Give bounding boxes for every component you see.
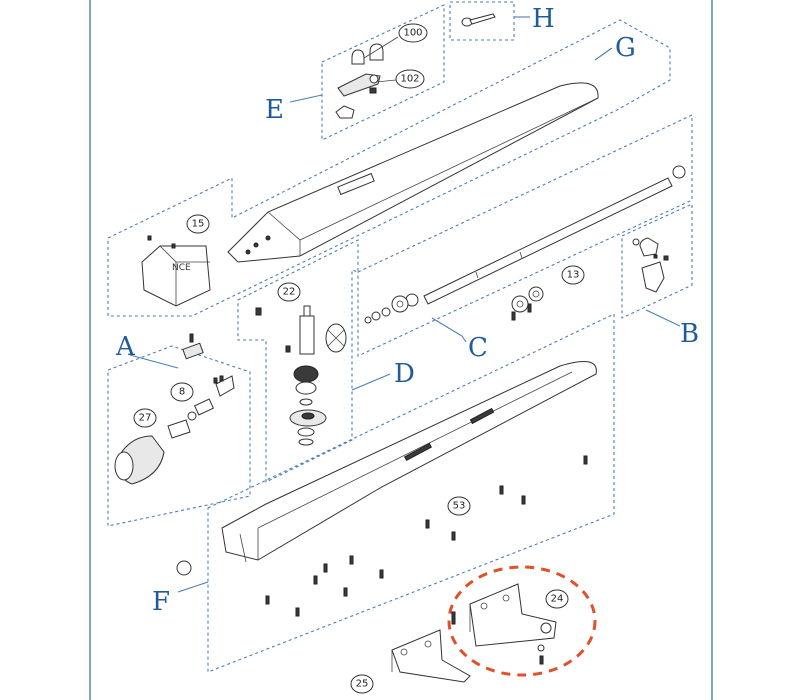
bracket-25: 25: [350, 629, 471, 694]
callout-22: 22: [277, 282, 301, 302]
group-h: H: [449, 1, 555, 41]
svg-text:25: 25: [356, 679, 369, 690]
callout-27: 27: [133, 408, 157, 428]
svg-text:53: 53: [453, 501, 466, 512]
callout-25: 25: [350, 674, 374, 694]
group-label-h: H: [532, 4, 555, 34]
group-d: 22 D: [237, 239, 415, 483]
screw-shaft: [364, 165, 686, 324]
group-label-g: G: [615, 33, 636, 63]
group-label-d: D: [394, 359, 415, 389]
svg-text:NCE: NCE: [172, 263, 191, 273]
highlight-circle: [447, 565, 597, 677]
svg-text:100: 100: [403, 28, 422, 39]
cover-part: [227, 82, 599, 263]
group-c: 13 C: [357, 114, 693, 363]
svg-text:102: 102: [400, 74, 419, 85]
bearing-13: [511, 286, 544, 321]
group-b: B: [621, 203, 699, 349]
lock-parts: [335, 36, 399, 119]
group-label-c: C: [468, 333, 488, 363]
callout-102: 102: [395, 69, 425, 89]
lower-housing: [176, 361, 597, 576]
key-part: [461, 13, 496, 27]
svg-text:8: 8: [179, 387, 185, 398]
svg-text:27: 27: [139, 413, 152, 424]
group-g: NCE 15 G: [107, 19, 671, 317]
page-frame: [89, 0, 713, 700]
callout-24: 24: [545, 589, 569, 609]
screws: [265, 455, 588, 617]
group-label-e: E: [265, 95, 284, 125]
group-label-b: B: [680, 319, 699, 349]
group-label-a: A: [115, 332, 136, 362]
gear-set: [255, 305, 347, 446]
motor-assembly: [114, 333, 235, 485]
callout-8: 8: [170, 382, 194, 402]
bracket-24: 24: [447, 565, 597, 677]
cap-15: NCE: [141, 235, 211, 307]
svg-text:13: 13: [567, 270, 580, 281]
group-f: 53 F: [152, 313, 615, 673]
svg-text:24: 24: [551, 594, 564, 605]
group-e: 100 102 E: [265, 4, 445, 141]
callout-15: 15: [186, 214, 210, 234]
group-label-f: F: [152, 587, 170, 617]
rear-bracket: [632, 237, 669, 293]
svg-text:22: 22: [283, 287, 296, 298]
callout-13: 13: [561, 265, 585, 285]
callout-100: 100: [398, 23, 428, 43]
svg-text:15: 15: [192, 219, 205, 230]
callout-53: 53: [447, 496, 471, 516]
group-a: 8 27 A: [107, 332, 251, 527]
